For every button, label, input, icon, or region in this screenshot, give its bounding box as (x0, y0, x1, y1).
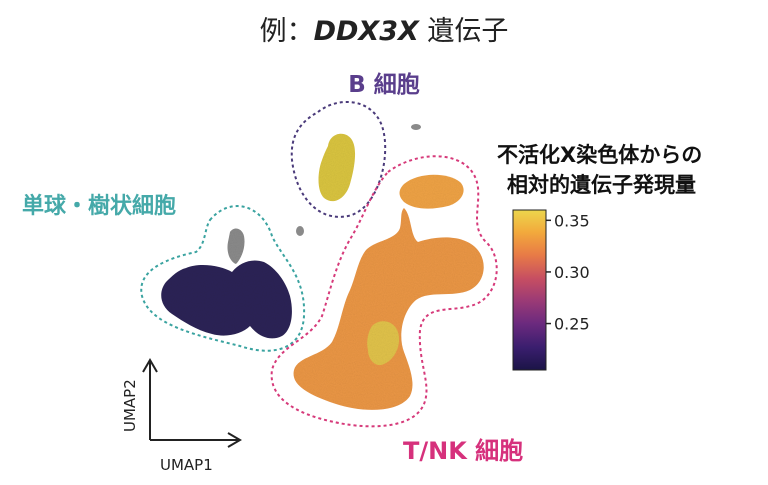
mono-dc-outline (140, 205, 306, 352)
b-cell-outline (290, 100, 387, 218)
b-cell-label: B 細胞 (348, 71, 420, 98)
tnk-top-points (399, 174, 464, 209)
colorbar (512, 209, 547, 371)
title-gene: DDX3X (314, 16, 420, 47)
mono-dc-cluster (161, 228, 292, 339)
colorbar-ticks: 0.35 0.30 0.25 (546, 211, 590, 334)
colorbar-tick-label: 0.35 (554, 211, 590, 230)
b-cell-cluster (318, 133, 356, 202)
tnk-main-points (293, 208, 484, 410)
colorbar-title-line2: 相対的遺伝子発現量 (507, 173, 696, 197)
colorbar-tick-label: 0.25 (554, 315, 590, 334)
umap2-arrowhead (142, 358, 158, 373)
title-prefix: 例： (260, 16, 314, 47)
umap-axes (142, 358, 242, 448)
mono-dc-grey-cells (227, 228, 245, 264)
mono-dc-points (161, 260, 292, 339)
tnk-bright-points (367, 321, 400, 366)
umap1-arrowhead (227, 432, 242, 448)
colorbar-tick-label: 0.30 (554, 263, 590, 282)
x-axis-label: UMAP1 (160, 456, 213, 474)
tnk-label: T/NK 細胞 (403, 437, 523, 465)
outlier-cells-mid (296, 226, 304, 236)
tnk-cluster (293, 174, 484, 410)
tnk-outline (270, 155, 498, 428)
b-cell-points (318, 133, 356, 202)
colorbar-title-line1: 不活化X染色体からの (497, 143, 702, 167)
y-axis-label: UMAP2 (121, 379, 139, 432)
chart-title: 例：DDX3X 遺伝子 (260, 16, 509, 47)
title-suffix: 遺伝子 (419, 16, 509, 47)
outlier-cells-top (411, 124, 421, 130)
mono-dc-label: 単球・樹状細胞 (22, 193, 176, 219)
